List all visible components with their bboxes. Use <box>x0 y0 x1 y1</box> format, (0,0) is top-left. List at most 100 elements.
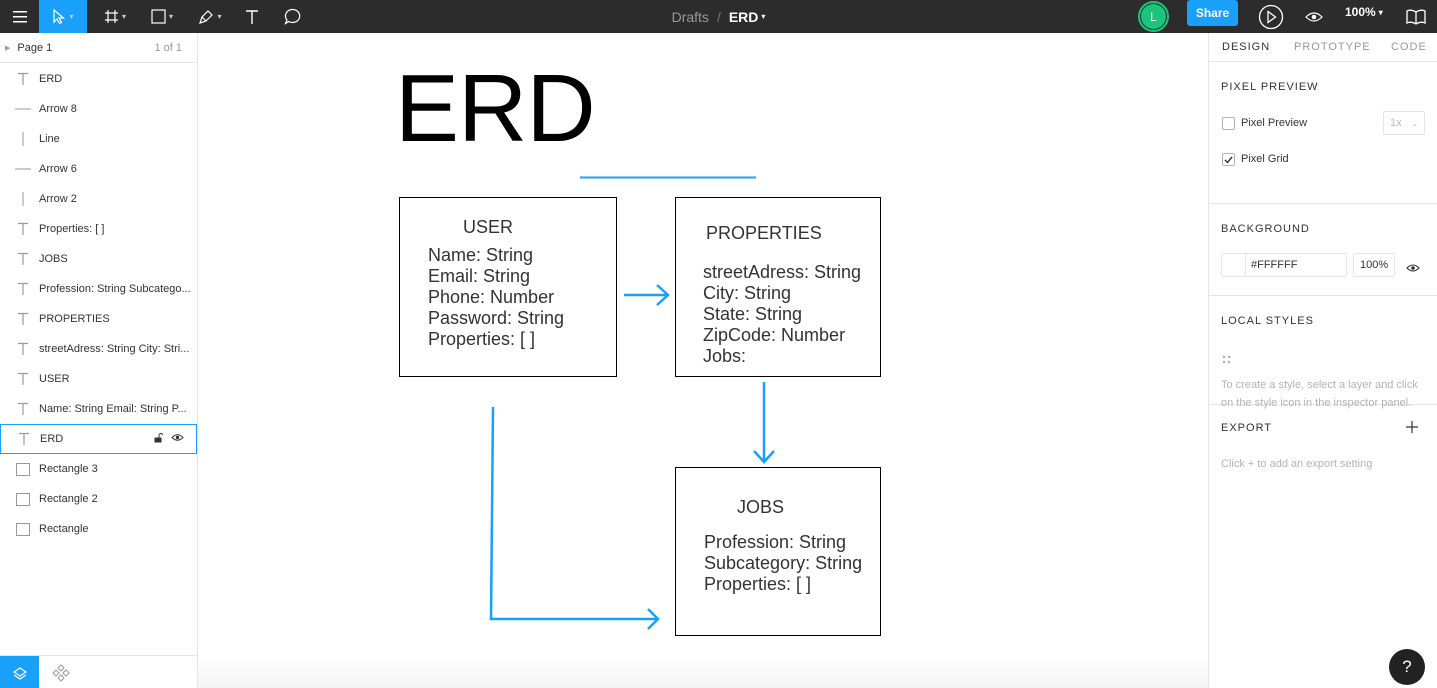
add-export-button[interactable] <box>1406 420 1418 438</box>
arrow-user-to-jobs[interactable] <box>489 406 660 630</box>
frame-icon <box>104 10 118 23</box>
present-button[interactable] <box>1256 0 1286 33</box>
breadcrumb-drafts[interactable]: Drafts <box>671 8 709 25</box>
styles-grid-icon[interactable] <box>1222 351 1231 369</box>
jobs-field: Profession: String <box>704 532 847 552</box>
shape-tool-button[interactable]: ▾ <box>143 0 181 33</box>
background-opacity-input[interactable]: 100% <box>1353 253 1395 277</box>
text-icon <box>15 401 31 417</box>
layer-row[interactable]: ERD <box>0 424 197 454</box>
text-icon <box>15 221 31 237</box>
layer-row[interactable]: Rectangle 3 <box>0 454 197 484</box>
tab-prototype[interactable]: PROTOTYPE <box>1294 41 1371 53</box>
tab-code[interactable]: CODE <box>1391 41 1427 53</box>
layer-row[interactable]: Properties: [ ] <box>0 214 197 244</box>
color-swatch[interactable] <box>1222 254 1246 276</box>
pixel-scale-dropdown[interactable]: 1x ⌄ <box>1383 111 1425 135</box>
layer-row[interactable]: streetAdress: String City: Stri... <box>0 334 197 364</box>
checkmark-icon <box>1224 156 1233 164</box>
tab-design[interactable]: DESIGN <box>1222 41 1271 53</box>
properties-field: Jobs: <box>703 346 747 366</box>
layer-name: JOBS <box>39 253 68 265</box>
page-selector[interactable]: ▶ Page 1 1 of 1 <box>0 33 197 63</box>
layer-name: Rectangle 3 <box>39 463 98 475</box>
view-settings-button[interactable] <box>1302 0 1326 33</box>
layer-actions <box>154 432 184 446</box>
page-count: 1 of 1 <box>154 41 182 54</box>
arrow-properties-to-jobs[interactable] <box>753 382 775 464</box>
layer-row[interactable]: Rectangle 2 <box>0 484 197 514</box>
layers-tab-button[interactable] <box>0 656 39 688</box>
chevron-down-icon: ▾ <box>217 12 222 21</box>
layer-row[interactable]: Arrow 6 <box>0 154 197 184</box>
text-icon <box>15 71 31 87</box>
user-avatar[interactable]: L <box>1138 1 1169 32</box>
layer-name: streetAdress: String City: Stri... <box>39 343 190 355</box>
connectors-layer <box>489 176 775 630</box>
hamburger-icon <box>12 10 27 22</box>
section-title: PIXEL PREVIEW <box>1221 81 1319 93</box>
main-menu-button[interactable] <box>0 0 39 33</box>
play-icon <box>1258 4 1284 29</box>
library-button[interactable] <box>1403 0 1429 33</box>
layer-row[interactable]: Name: String Email: String P... <box>0 394 197 424</box>
properties-panel: DESIGN PROTOTYPE CODE PIXEL PREVIEW Pixe… <box>1208 33 1437 688</box>
layer-name: USER <box>39 373 70 385</box>
layer-name: ERD <box>39 73 63 85</box>
unlock-icon[interactable] <box>154 432 164 446</box>
top-toolbar: ▾ ▾ ▾ ▾ Drafts / ERD ▾ L Share <box>0 0 1437 33</box>
layer-name: Line <box>39 133 60 145</box>
layer-row[interactable]: Arrow 2 <box>0 184 197 214</box>
frame-tool-button[interactable]: ▾ <box>96 0 134 33</box>
layer-row[interactable]: ERD <box>0 64 197 94</box>
design-canvas[interactable]: ERD USER Name: String Email: String P <box>198 33 1208 688</box>
user-header: USER <box>463 217 514 237</box>
layer-row[interactable]: USER <box>0 364 197 394</box>
pixel-preview-section: PIXEL PREVIEW Pixel Preview 1x ⌄ Pixel G… <box>1209 62 1437 204</box>
layer-row[interactable]: Profession: String Subcatego... <box>0 274 197 304</box>
chevron-down-icon[interactable]: ▾ <box>761 12 766 21</box>
visibility-toggle[interactable] <box>1406 260 1420 278</box>
book-icon <box>1406 9 1426 25</box>
user-entity-box[interactable]: USER Name: String Email: String Phone: N… <box>399 197 617 377</box>
properties-entity-box[interactable]: PROPERTIES streetAdress: String City: St… <box>675 197 881 377</box>
layer-name: Rectangle 2 <box>39 493 98 505</box>
line-icon <box>15 161 31 177</box>
jobs-entity-box[interactable]: JOBS Profession: String Subcategory: Str… <box>675 467 881 636</box>
properties-fields: streetAdress: String City: String State:… <box>703 262 861 367</box>
share-button[interactable]: Share <box>1187 0 1238 26</box>
comment-tool-button[interactable] <box>280 0 306 33</box>
layer-row[interactable]: PROPERTIES <box>0 304 197 334</box>
layer-row[interactable]: Rectangle <box>0 514 197 544</box>
text-icon <box>15 281 31 297</box>
text-tool-button[interactable] <box>239 0 265 33</box>
text-icon <box>16 431 32 447</box>
properties-field: ZipCode: Number <box>703 325 846 345</box>
rectangle-tool-icon <box>151 9 166 24</box>
erd-title-text[interactable]: ERD <box>395 55 596 162</box>
section-title: BACKGROUND <box>1221 223 1310 235</box>
arrow-user-to-properties[interactable] <box>624 284 670 306</box>
layer-name: Arrow 2 <box>39 193 77 205</box>
layer-row[interactable]: Arrow 8 <box>0 94 197 124</box>
user-field: Name: String <box>428 245 534 265</box>
pixel-grid-checkbox[interactable] <box>1222 153 1235 166</box>
properties-field: State: String <box>703 304 803 324</box>
eye-icon[interactable] <box>171 433 184 445</box>
layer-row[interactable]: Line <box>0 124 197 154</box>
move-tool-button[interactable]: ▾ <box>39 0 87 33</box>
background-color-input[interactable]: #FFFFFF <box>1221 253 1347 277</box>
jobs-header: JOBS <box>737 497 785 517</box>
assets-tab-button[interactable] <box>41 656 80 688</box>
pen-tool-button[interactable]: ▾ <box>190 0 230 33</box>
help-button[interactable]: ? <box>1389 649 1425 685</box>
line-icon <box>15 101 31 117</box>
layer-row[interactable]: JOBS <box>0 244 197 274</box>
pixel-preview-checkbox[interactable] <box>1222 117 1235 130</box>
file-name[interactable]: ERD <box>728 8 759 25</box>
breadcrumb-separator: / <box>716 8 721 25</box>
rectangle-icon <box>15 461 31 477</box>
text-icon <box>15 341 31 357</box>
zoom-dropdown[interactable]: 100% ▾ <box>1345 0 1383 24</box>
